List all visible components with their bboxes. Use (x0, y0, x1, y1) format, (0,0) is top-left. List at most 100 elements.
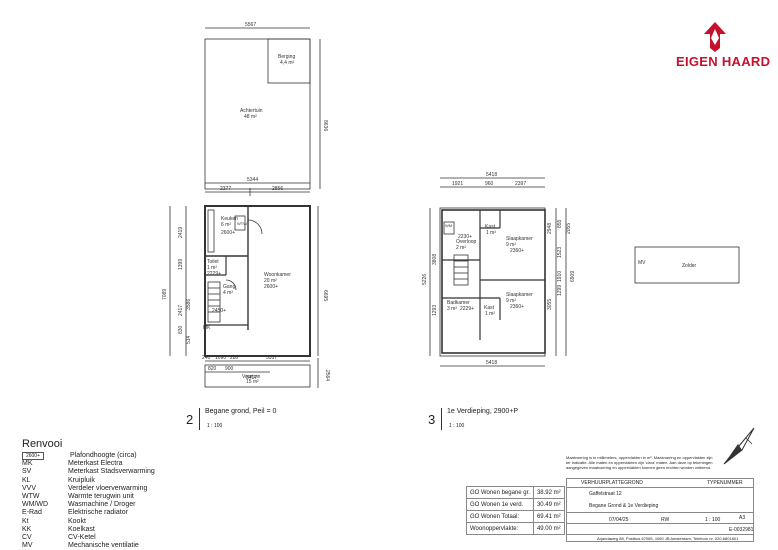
eigen-haard-logo-icon (704, 22, 726, 52)
first-floor-plan: 5418 1921 960 2397 5226 3808 1293 2948 3… (422, 172, 576, 367)
doc-type: VERHUURPLATTEGROND (581, 480, 643, 486)
area-row: GO Wonen begane gr.38.92 m² (466, 486, 565, 499)
dim-ff-s1: 1921 (452, 181, 463, 187)
legend-key: VVV (22, 484, 37, 492)
area-label: GO Wonen 1e verd. (466, 498, 534, 511)
dim-d5: 830 (178, 325, 184, 334)
legend-key: KL (22, 476, 31, 484)
room-kast-1: Kast (485, 224, 496, 230)
title-block-divider-1 (567, 487, 753, 488)
date-value: 07/04/25 (609, 517, 629, 523)
room-slaapkamer-1-height: 2360+ (510, 248, 524, 254)
legend-key: MV (22, 542, 33, 550)
dim-b3: 280 (230, 355, 239, 361)
room-gang-height: 2450+ (212, 308, 226, 314)
area-value: 69.41 m² (532, 510, 565, 523)
brand-name: EIGEN HAARD (676, 54, 771, 69)
legend-label: Verdeler vloerverwarming (68, 484, 148, 492)
dim-d3: 3586 (186, 299, 192, 310)
legend-item: VVV Verdeler vloerverwarming (22, 485, 155, 493)
legend-item: MK Meterkast Electra (22, 460, 155, 468)
legend-key: WM/WD (22, 501, 49, 509)
legend-label: Warmte terugwin unit (68, 493, 134, 501)
room-slaapkamer-2: Slaapkamer (506, 292, 533, 298)
room-voortuin-area: 15 m² (246, 379, 259, 385)
room-badkamer-height: 2229+ (460, 306, 474, 312)
dim-ff-r1: 2948 (547, 223, 553, 234)
dim-bottom-width: 5417 (246, 375, 257, 381)
title-block-divider-3 (567, 523, 753, 524)
dim-seg-a: 2377 (220, 186, 231, 192)
legend-label: Wasmachine / Droger (68, 501, 136, 509)
room-achtertuin-area: 48 m² (244, 114, 257, 120)
legend-item: 2600+Plafondhoogte (circa) (22, 452, 155, 460)
dim-d2: 1399 (178, 259, 184, 270)
room-keuken-height: 2600+ (221, 230, 235, 236)
disclaimer-note: Maatvoering is in millimeters, oppervlak… (566, 455, 713, 470)
legend-list: 2600+Plafondhoogte (circa)MK Meterkast El… (22, 452, 155, 550)
legend-key: 2600+ (22, 452, 44, 460)
dim-d6: 514 (186, 335, 192, 344)
dim-ff-bottom: 5418 (486, 360, 497, 366)
attic-mv-label: MV (638, 260, 646, 266)
area-row: GO Wonen Totaal:69.41 m² (466, 510, 565, 523)
room-toilet-area: 1 m² (207, 265, 217, 271)
legend-key: SV (22, 468, 32, 476)
legend-label: Elektrische radiator (68, 509, 128, 517)
dim-ff-l3: 1293 (432, 305, 438, 316)
dim-ff-r3: 855 (557, 219, 563, 228)
legend-label: Meterkast Stadsverwarming (68, 468, 155, 476)
dim-ff-l1: 5226 (422, 274, 428, 285)
room-slaapkamer-1: Slaapkamer (506, 236, 533, 242)
room-badkamer: Badkamer (447, 300, 470, 306)
area-label: Woonoppervlakte: (466, 522, 534, 535)
dim-ff-s3: 2397 (515, 181, 526, 187)
north-arrow-icon (723, 427, 755, 465)
room-overloop-height: 2230+ (458, 234, 472, 240)
legend-label: Mechanische ventilatie (68, 542, 139, 550)
address: Gaffelstraat 12 (589, 491, 622, 497)
dim-ff-l2: 3808 (432, 254, 438, 265)
dim-b6: 900 (225, 366, 234, 372)
room-toilet-height: 2229+ (207, 271, 221, 277)
dim-depth-total: 6695 (322, 290, 328, 301)
dim-d4: 2417 (178, 305, 184, 316)
dim-b2: 1090 (215, 355, 226, 361)
dim-b1: 240 (202, 355, 211, 361)
dim-ff-r6: 1910 (557, 271, 563, 282)
room-keuken: Keuken (221, 216, 238, 222)
first-floor-title: 1e Verdieping, 2900+P (447, 408, 519, 415)
legend-key: Kt (22, 517, 29, 525)
room-overloop-area: 2 m² (456, 245, 466, 251)
area-row: Woonoppervlakte:49.00 m² (466, 522, 565, 535)
area-value: 49.00 m² (532, 522, 565, 535)
legend-key: KK (22, 525, 32, 533)
mk-label: MK (203, 325, 211, 331)
ground-floor-number: 2 (186, 412, 194, 427)
legend-label: Meterkast Electra (68, 460, 123, 468)
room-woonkamer-area: 20 m² (264, 278, 277, 284)
dim-ff-r2: 3055 (547, 299, 553, 310)
typenummer-label: TYPENUMMER (707, 480, 743, 486)
area-value: 30.49 m² (532, 498, 565, 511)
attic-plan: MV Zolder (634, 246, 740, 284)
format-value: A3 (739, 515, 746, 521)
dim-d1: 2419 (178, 227, 184, 238)
room-voortuin: Voortuin (242, 374, 261, 380)
dim-front-depth: 2564 (324, 370, 330, 381)
footer-address: Arjandaweg 88, Postbus 67065, 1060 JB Am… (597, 536, 739, 541)
dim-garden-width: 5567 (245, 22, 256, 28)
legend-item: MV Mechanische ventilatie (22, 542, 155, 550)
legend-label: Koelkast (68, 525, 95, 533)
first-floor-scale: 1 : 100 (449, 423, 465, 429)
room-berging-area: 4,4 m² (280, 60, 295, 66)
attic-zolder-label: Zolder (682, 263, 697, 269)
legend-item: KK Koelkast (22, 526, 155, 534)
dim-ff-r8: 6909 (570, 271, 576, 282)
legend-key: MK (22, 460, 33, 468)
